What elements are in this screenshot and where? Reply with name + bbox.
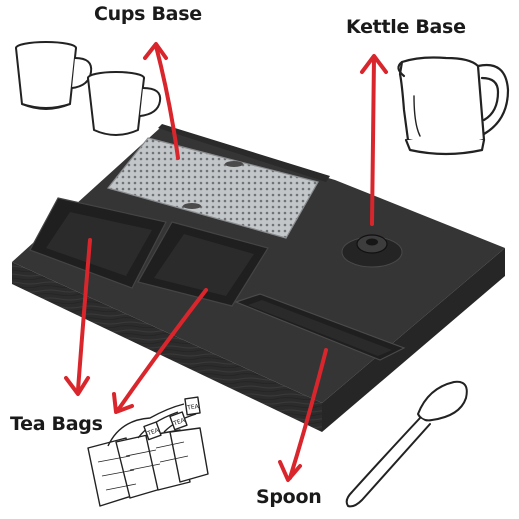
arrow-tea-bags-left: [76, 238, 92, 392]
tea-tag: TEA: [184, 396, 201, 416]
tea-tag: TEA: [169, 411, 188, 431]
tray-back-rail: [158, 124, 330, 182]
cups-grate: [106, 137, 319, 239]
arrowhead-spoon: [278, 460, 302, 482]
arrows: [64, 42, 388, 482]
arrowhead-kettle: [360, 54, 388, 74]
grate-notch: [183, 203, 201, 209]
label-tea-bags: Tea Bags: [10, 413, 103, 435]
label-kettle-base: Kettle Base: [346, 16, 466, 38]
arrowhead-cups: [143, 42, 168, 60]
svg-text:TEA: TEA: [146, 427, 161, 438]
grate-notch: [225, 161, 243, 167]
svg-text:TEA: TEA: [186, 403, 200, 412]
compartment-middle-floor: [154, 234, 254, 296]
tray-side-right: [322, 248, 505, 432]
tray-side-front: [12, 262, 322, 432]
tea-bags-icon: TEA TEA TEA: [87, 396, 209, 507]
arrow-spoon: [288, 348, 328, 480]
label-cups-base: Cups Base: [94, 3, 202, 25]
kettle-socket-pin: [366, 238, 378, 246]
spoon-channel-floor: [248, 300, 392, 356]
spoon-icon: [345, 380, 468, 508]
kettle-icon: [397, 56, 510, 156]
tray-top: [12, 128, 505, 403]
arrowhead-tea-right: [112, 392, 134, 414]
svg-text:TEA: TEA: [172, 417, 187, 428]
arrow-tea-bags-right: [116, 288, 208, 412]
arrowhead-tea-left: [64, 376, 90, 396]
label-spoon: Spoon: [256, 486, 322, 508]
arrow-kettle-base: [370, 56, 376, 226]
cup-icon: [15, 41, 93, 110]
cup-icon: [87, 71, 162, 136]
tray: [12, 124, 505, 432]
compartment-left-floor: [46, 212, 152, 276]
tea-tag: TEA: [143, 421, 162, 441]
arrow-cups-base: [154, 44, 180, 160]
